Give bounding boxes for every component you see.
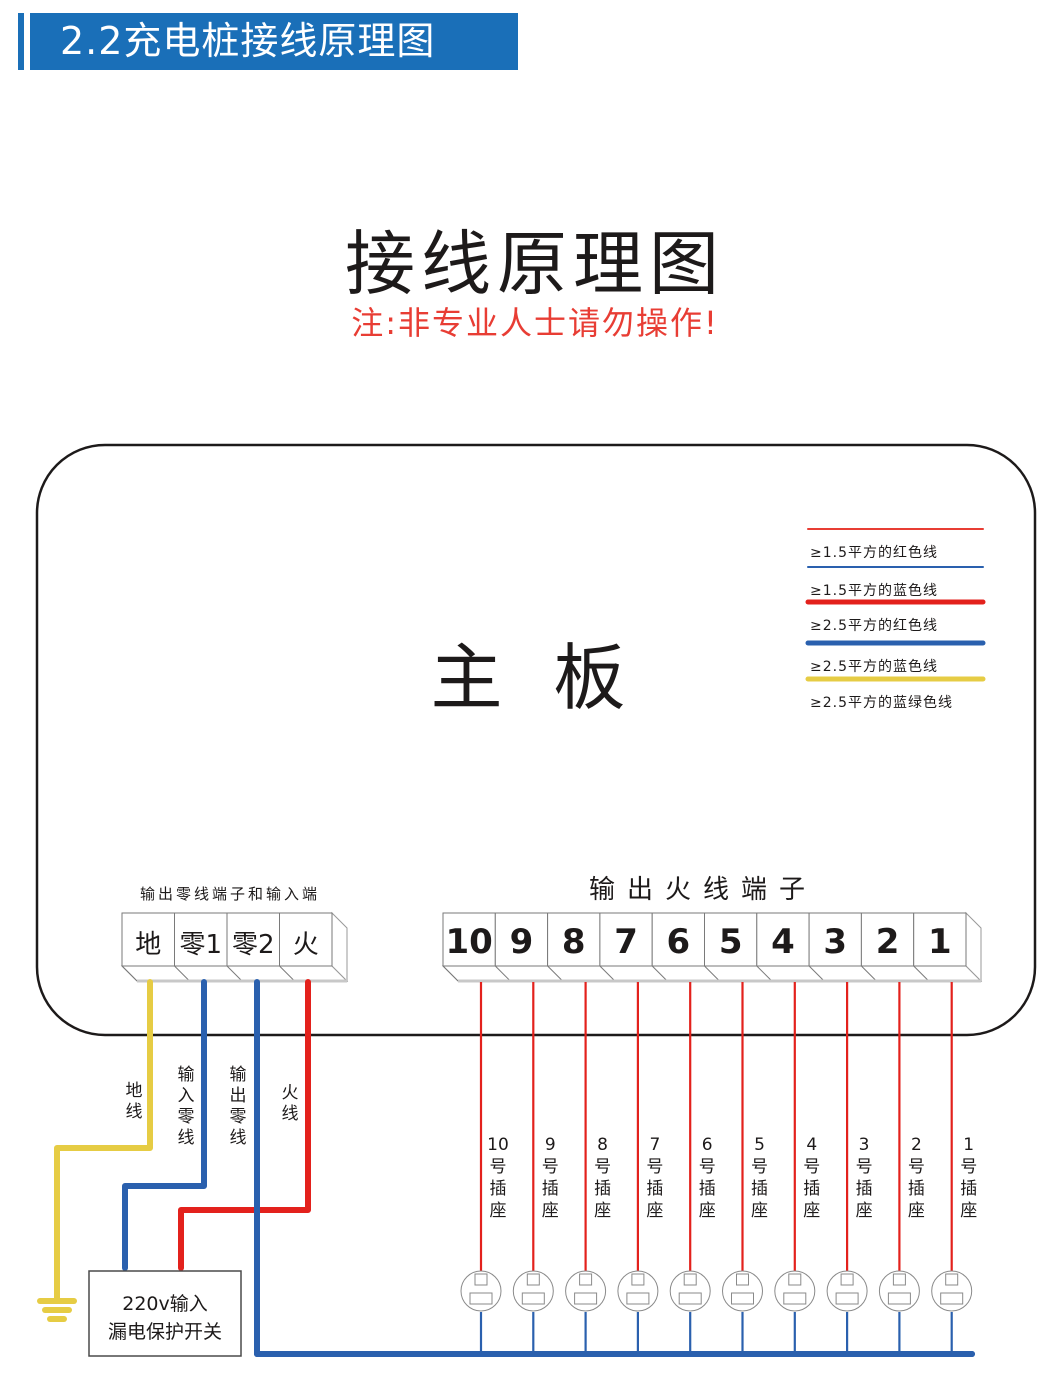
output-terminal-4: 7	[599, 912, 653, 982]
terminal-label: 10	[445, 922, 492, 962]
terminal-label: 4	[771, 922, 795, 962]
breaker-line1: 220v输入	[122, 1293, 208, 1315]
socket-icon	[826, 1270, 868, 1312]
section-header: 2.2充电桩接线原理图	[30, 13, 518, 70]
terminal-label: 零1	[179, 930, 222, 960]
wire-label: 地线	[126, 1081, 143, 1122]
input-neutral-wire	[122, 979, 207, 1271]
socket-icon	[931, 1270, 973, 1312]
terminal-label: 3	[823, 922, 847, 962]
output-block-caption: 输出火线端子	[589, 875, 817, 905]
wire-label: 输出零线	[230, 1065, 247, 1148]
output-terminal-8: 3	[808, 912, 862, 982]
ground-wire	[54, 979, 153, 1303]
socket-icon	[878, 1270, 920, 1312]
terminal-label: 7	[614, 922, 638, 962]
socket-icon	[774, 1270, 816, 1312]
legend-label: ≥1.5平方的红色线	[810, 544, 938, 561]
legend-label: ≥2.5平方的红色线	[810, 617, 938, 634]
output-terminal-5: 6	[651, 912, 706, 982]
breaker-line2: 漏电保护开关	[108, 1321, 222, 1343]
wire-label: 火线	[282, 1083, 299, 1124]
live-input-wire	[178, 979, 311, 1271]
terminal-label: 9	[510, 922, 534, 962]
socket-icon	[617, 1270, 659, 1312]
input-block-caption: 输出零线端子和输入端	[140, 885, 320, 903]
terminal-label: 6	[667, 922, 691, 962]
output-terminal-10: 1	[913, 912, 967, 982]
terminal-label: 1	[928, 922, 952, 962]
legend: ≥1.5平方的红色线 ≥1.5平方的蓝色线 ≥2.5平方的红色线 ≥2.5平方的蓝色线…	[805, 528, 986, 711]
input-terminal-3: 零2	[226, 912, 280, 982]
output-terminal-9: 2	[860, 912, 915, 982]
wire-label: 输入零线	[178, 1065, 195, 1148]
diagram-title: 接线原理图	[345, 223, 725, 305]
terminal-label: 零2	[232, 930, 275, 960]
output-terminal-6: 5	[704, 912, 758, 982]
legend-label: ≥2.5平方的蓝色线	[810, 658, 938, 675]
output-terminal-3: 8	[547, 912, 601, 982]
terminal-label: 8	[562, 922, 586, 962]
legend-label: ≥1.5平方的蓝色线	[810, 582, 938, 599]
socket-icon	[460, 1270, 502, 1312]
terminal-label: 2	[876, 922, 900, 962]
socket-icon	[669, 1270, 711, 1312]
terminal-label: 地	[135, 930, 161, 960]
output-terminal-2: 9	[494, 912, 549, 982]
main-board-label: 主 板	[431, 636, 640, 720]
warning-note: 注:非专业人士请勿操作!	[351, 304, 719, 342]
terminal-label: 火	[293, 930, 319, 960]
header-accent-bar	[18, 13, 24, 70]
output-terminal-7: 4	[756, 912, 810, 982]
socket-icon	[722, 1270, 763, 1312]
input-terminal-1: 地	[121, 912, 175, 982]
socket-icon	[512, 1270, 554, 1312]
main-board-outline	[35, 443, 1037, 1037]
input-terminal-2: 零1	[174, 912, 228, 982]
output-terminal-1: 10	[442, 912, 496, 982]
input-terminal-block: 输出零线端子和输入端地零1 零2 火	[120, 885, 349, 983]
input-terminal-4: 火	[279, 912, 333, 982]
socket-icon	[565, 1270, 607, 1312]
legend-label: ≥2.5平方的蓝绿色线	[810, 694, 953, 711]
terminal-label: 5	[719, 922, 743, 962]
